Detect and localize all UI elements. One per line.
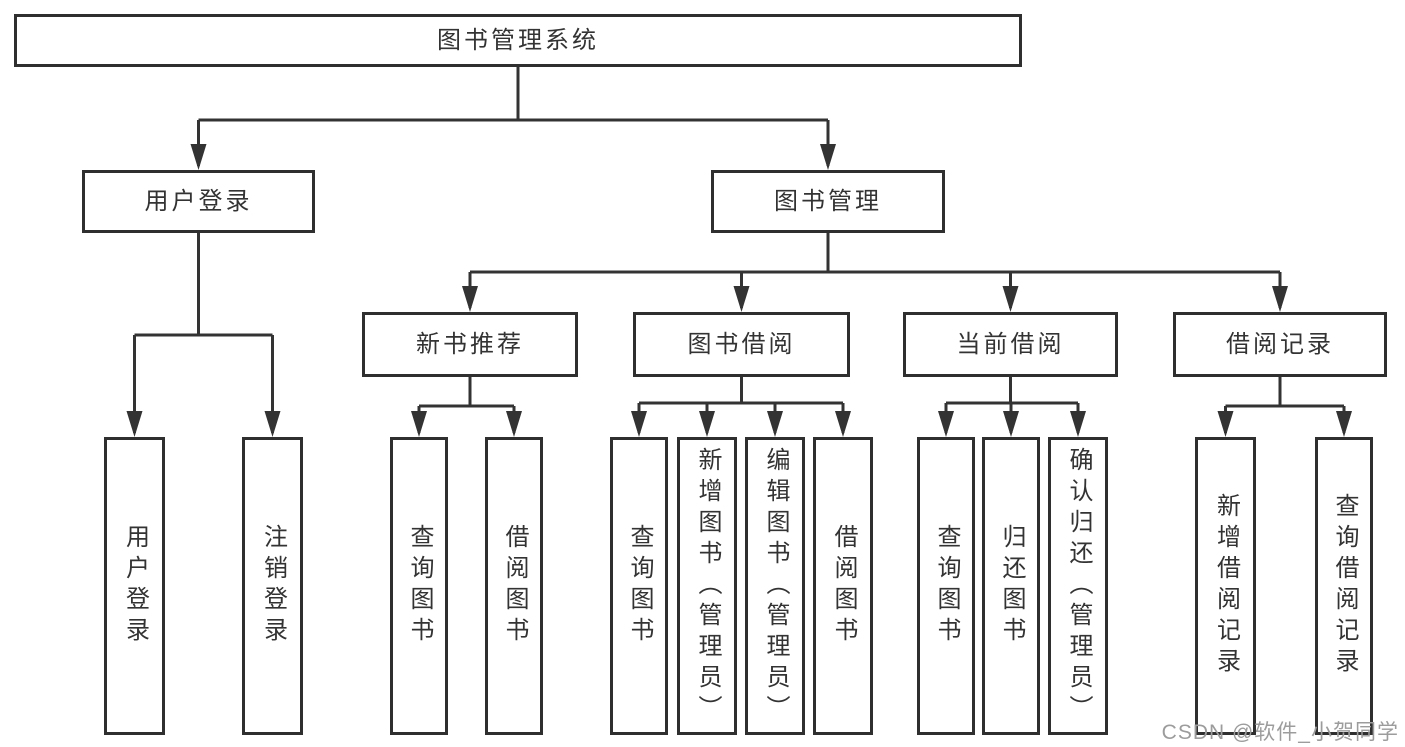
diagram-node-borrow-books: 借阅图书	[813, 437, 873, 735]
node-label: 用户登录	[121, 524, 149, 648]
diagram-node-current-borrowing: 当前借阅	[903, 312, 1118, 377]
diagram-node-query-books-current: 查询图书	[917, 437, 975, 735]
diagram-node-root: 图书管理系统	[14, 14, 1022, 67]
diagram-node-query-books-borrowing: 查询图书	[610, 437, 668, 735]
node-label: 借阅图书	[830, 524, 857, 648]
diagram-node-book-borrowing: 图书借阅	[633, 312, 850, 377]
node-label: 注销登录	[259, 524, 287, 648]
diagram-node-borrow-books-recommend: 借阅图书	[485, 437, 543, 735]
node-label: 借阅记录	[1226, 330, 1334, 358]
diagram-node-query-books-recommend: 查询图书	[390, 437, 448, 735]
diagram-node-book-management: 图书管理	[711, 170, 945, 233]
node-label: 新增借阅记录	[1212, 493, 1240, 679]
node-label: 编辑图书（管理员）	[762, 446, 789, 726]
diagram-node-add-books-admin: 新增图书（管理员）	[677, 437, 737, 735]
csdn-watermark: CSDN @软件_小贺同学	[1161, 721, 1399, 744]
diagram-node-confirm-return-admin: 确认归还（管理员）	[1048, 437, 1108, 735]
diagram-node-return-books: 归还图书	[982, 437, 1040, 735]
diagram-node-edit-books-admin: 编辑图书（管理员）	[745, 437, 805, 735]
node-label: 查询图书	[933, 524, 960, 648]
diagram-node-borrowing-records: 借阅记录	[1173, 312, 1387, 377]
node-label: 新增图书（管理员）	[694, 446, 721, 726]
node-label: 查询图书	[406, 524, 433, 648]
node-label: 借阅图书	[501, 524, 528, 648]
diagram-node-user-login-action: 用户登录	[104, 437, 165, 735]
node-label: 归还图书	[998, 524, 1025, 648]
node-label: 查询图书	[626, 524, 653, 648]
node-label: 新书推荐	[416, 330, 524, 358]
diagram-node-user-login: 用户登录	[82, 170, 315, 233]
node-label: 确认归还（管理员）	[1065, 446, 1092, 726]
node-label: 图书管理系统	[437, 26, 599, 54]
diagram-node-add-borrow-record: 新增借阅记录	[1195, 437, 1256, 735]
diagram-node-query-borrow-record: 查询借阅记录	[1315, 437, 1373, 735]
node-label: 查询借阅记录	[1331, 493, 1358, 679]
diagram-node-logout-action: 注销登录	[242, 437, 303, 735]
node-label: 图书管理	[774, 187, 882, 215]
node-label: 图书借阅	[687, 330, 796, 358]
node-label: 当前借阅	[956, 330, 1065, 358]
diagram-node-new-book-recommend: 新书推荐	[362, 312, 578, 377]
node-label: 用户登录	[144, 187, 253, 215]
